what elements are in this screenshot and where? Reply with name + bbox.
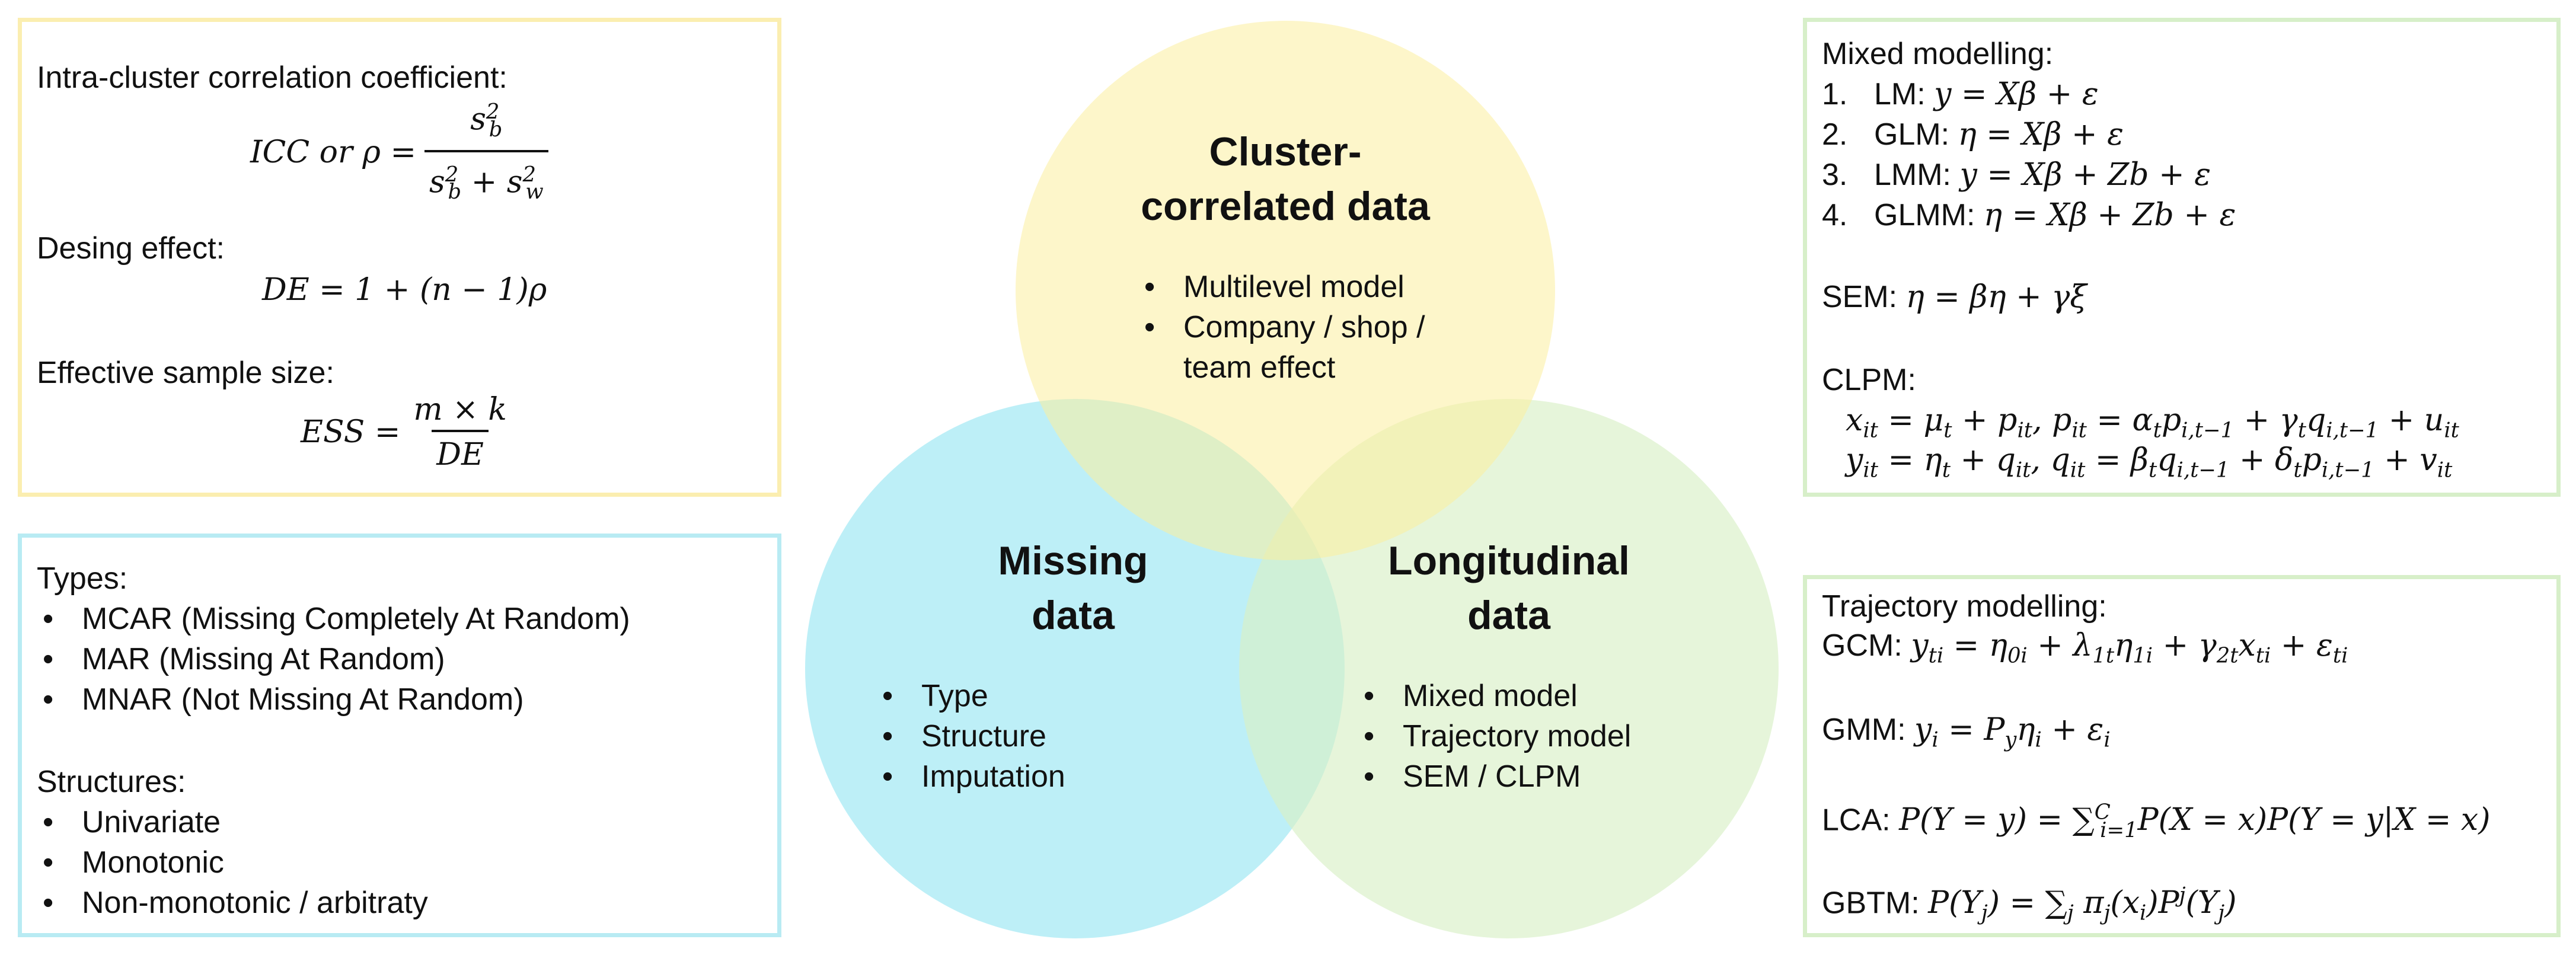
- trajectory-modelling-title: Trajectory modelling:: [1822, 589, 2107, 624]
- gbtm-formula: P(Yj) = ∑j πj(xi)Pj(Yj): [1928, 883, 2237, 925]
- ess-label: Effective sample size:: [37, 356, 334, 390]
- list-item: Non-monotonic / arbitraty: [37, 883, 428, 923]
- icc-label: Intra-cluster correlation coefficient:: [37, 60, 507, 95]
- icc-formula: ICC or ρ = s2b s2b + s2w: [250, 92, 548, 212]
- mixed-models-list: 1.LM: y = Xβ + ε 2.GLM: η = Xβ + ε 3.LMM…: [1822, 74, 2236, 235]
- ess-formula: ESS = m × k DE: [301, 389, 512, 475]
- list-item: Univariate: [37, 802, 428, 842]
- design-effect-label: Desing effect:: [37, 231, 225, 266]
- gmm-line: GMM: yi = Pyηi + εi: [1822, 710, 2111, 760]
- list-item: MCAR (Missing Completely At Random): [37, 599, 630, 639]
- structures-label: Structures:: [37, 765, 186, 799]
- list-item: MNAR (Not Missing At Random): [37, 679, 630, 720]
- lca-label: LCA:: [1822, 803, 1891, 838]
- longitudinal-title: Longitudinal data: [1388, 538, 1630, 638]
- gcm-line: GCM: yti = η0i + λ1tη1i + γ2txti + εti: [1822, 625, 2348, 676]
- gbtm-line: GBTM: P(Yj) = ∑j πj(xi)Pj(Yj): [1822, 876, 2237, 934]
- clpm-formula-x: xit = μt + pit, pit = αtpi,t−1 + γtqi,t−…: [1846, 403, 2459, 443]
- list-item: Imputation: [876, 756, 1065, 797]
- types-list: MCAR (Missing Completely At Random) MAR …: [37, 599, 630, 720]
- list-item: 2.GLM: η = Xβ + ε: [1822, 117, 2124, 152]
- list-item: 4.GLMM: η = Xβ + Zb + ε: [1822, 197, 2236, 233]
- lca-formula: P(Y = y) = ∑Ci=1P(X = x)P(Y = y|X = x): [1899, 800, 2491, 842]
- gmm-label: GMM:: [1822, 713, 1906, 747]
- cluster-list: Multilevel model Company / shop / team e…: [1138, 267, 1425, 388]
- list-item: SEM / CLPM: [1358, 756, 1631, 797]
- lca-line: LCA: P(Y = y) = ∑Ci=1P(X = x)P(Y = y|X =…: [1822, 793, 2491, 851]
- sem-label: SEM:: [1822, 280, 1898, 314]
- ess-lhs: ESS =: [301, 414, 401, 450]
- missing-list: Type Structure Imputation: [876, 676, 1065, 797]
- list-item: MAR (Missing At Random): [37, 639, 630, 679]
- list-item: Type: [876, 676, 1065, 716]
- gcm-label: GCM:: [1822, 628, 1903, 663]
- longitudinal-list: Mixed model Trajectory model SEM / CLPM: [1358, 676, 1631, 797]
- missing-title: Missing data: [998, 538, 1148, 638]
- clpm-formula-y: yit = ηt + qit, qit = βtqi,t−1 + δtpi,t−…: [1846, 442, 2453, 483]
- cluster-title: Cluster- correlated data: [1141, 129, 1430, 229]
- icc-box: Intra-cluster correlation coefficient: I…: [18, 18, 781, 497]
- sem-line: SEM: η = βη + γξ: [1822, 277, 2087, 317]
- gbtm-label: GBTM:: [1822, 886, 1920, 921]
- mixed-modelling-title: Mixed modelling:: [1822, 37, 2054, 71]
- list-item: 1.LM: y = Xβ + ε: [1822, 76, 2099, 112]
- list-item: Structure: [876, 716, 1065, 756]
- ess-fraction: m × k DE: [408, 389, 511, 475]
- clpm-label: CLPM:: [1822, 363, 1916, 397]
- trajectory-modelling-box: Trajectory modelling: GCM: yti = η0i + λ…: [1803, 575, 2561, 937]
- missing-types-box: Types: MCAR (Missing Completely At Rando…: [18, 534, 781, 937]
- design-effect-formula: DE = 1 + (n − 1)ρ: [262, 272, 547, 308]
- list-item: Monotonic: [37, 842, 428, 883]
- gcm-formula: yti = η0i + λ1tη1i + γ2txti + εti: [1911, 628, 2348, 668]
- list-item: 3.LMM: y = Xβ + Zb + ε: [1822, 157, 2211, 193]
- list-item: Company / shop / team effect: [1138, 307, 1425, 388]
- list-item: Multilevel model: [1138, 267, 1425, 307]
- gmm-formula: yi = Pyηi + εi: [1914, 712, 2111, 752]
- icc-lhs: ICC or ρ =: [250, 134, 417, 170]
- mixed-modelling-box: Mixed modelling: 1.LM: y = Xβ + ε 2.GLM:…: [1803, 18, 2561, 497]
- ess-numerator: m × k: [413, 392, 507, 427]
- types-label: Types:: [37, 561, 128, 596]
- list-item: Trajectory model: [1358, 716, 1631, 756]
- icc-fraction: s2b s2b + s2w: [424, 92, 548, 212]
- list-item: Mixed model: [1358, 676, 1631, 716]
- ess-denominator: DE: [432, 430, 489, 475]
- structures-list: Univariate Monotonic Non-monotonic / arb…: [37, 802, 428, 923]
- sem-formula: η = βη + γξ: [1905, 279, 2087, 315]
